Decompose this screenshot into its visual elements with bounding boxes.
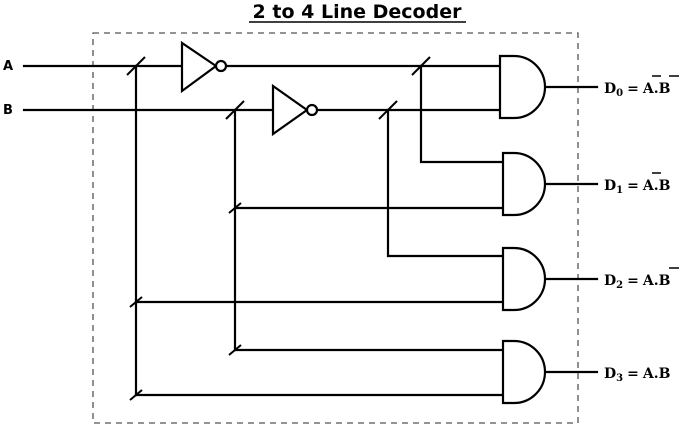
overbars <box>652 75 679 269</box>
decoder-boundary <box>92 32 579 424</box>
not-gate-a <box>180 40 228 94</box>
and-gate-2 <box>501 246 547 312</box>
output-label-2: D2=A.B <box>604 273 671 291</box>
and-gate-0 <box>498 54 547 120</box>
diagram-title: 2 to 4 Line Decoder <box>253 1 463 23</box>
junction-mark <box>378 100 398 120</box>
output-label-1: D1=A.B <box>604 178 671 196</box>
junction-mark <box>228 202 242 214</box>
inverter-bubble <box>214 59 228 73</box>
junction-mark <box>129 389 143 401</box>
wires <box>22 64 599 397</box>
junction-mark <box>225 100 245 120</box>
junction-marks <box>126 56 431 401</box>
output-label-3: D3=A.B <box>604 366 671 384</box>
junction-mark <box>129 296 143 308</box>
wire-not-b-to-gate2 <box>386 108 505 258</box>
output-label-0: D0=A.B <box>604 81 671 99</box>
junction-mark <box>228 344 242 356</box>
input-a-label: A <box>3 59 13 74</box>
and-gate-3 <box>501 339 547 405</box>
wire-not-a-to-gate1 <box>419 64 505 164</box>
junction-mark <box>411 56 431 76</box>
inverter-bubble <box>305 103 319 117</box>
input-b-label: B <box>3 103 13 118</box>
not-gate-b <box>271 83 319 137</box>
junction-mark <box>126 56 146 76</box>
and-gate-1 <box>501 151 547 217</box>
